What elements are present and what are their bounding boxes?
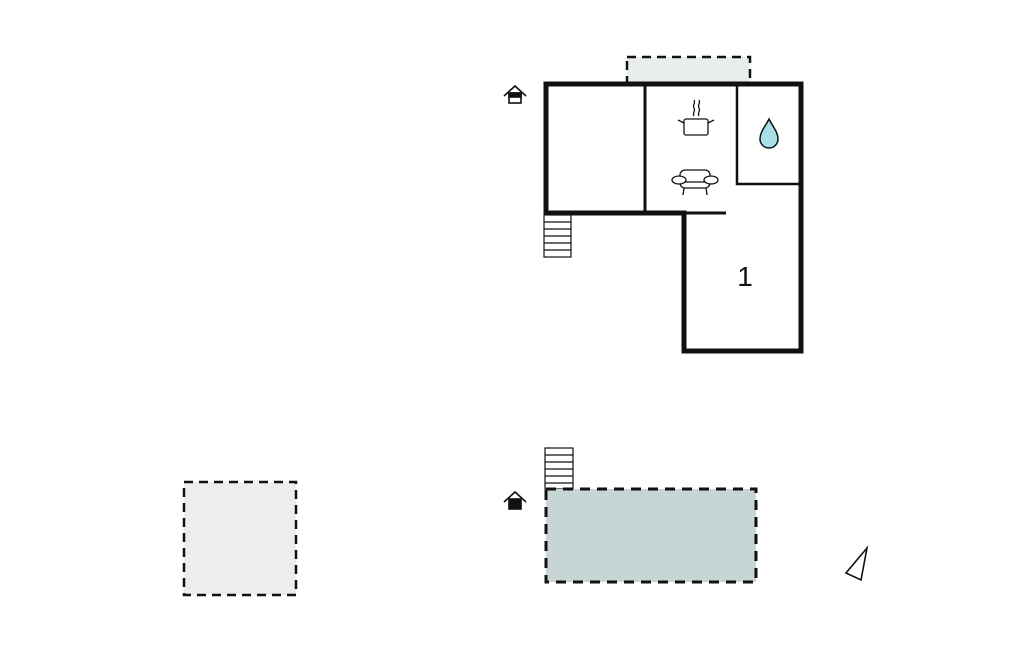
house-entrance-icon [503, 490, 527, 510]
terrace-bottom [544, 487, 758, 584]
kitchen-pot-icon [677, 99, 715, 136]
stairs-icon [543, 214, 572, 258]
stairs-icon [544, 447, 574, 490]
outbuilding-area [182, 480, 298, 597]
water-drop-icon [759, 117, 779, 149]
terrace-top [625, 55, 752, 85]
bathroom-wall [735, 84, 801, 186]
building-outer-wall [543, 81, 804, 354]
room-label: 1 [737, 261, 753, 292]
sofa-icon [671, 169, 719, 196]
house-entrance-icon [503, 84, 527, 104]
compass-north-icon [844, 545, 869, 582]
